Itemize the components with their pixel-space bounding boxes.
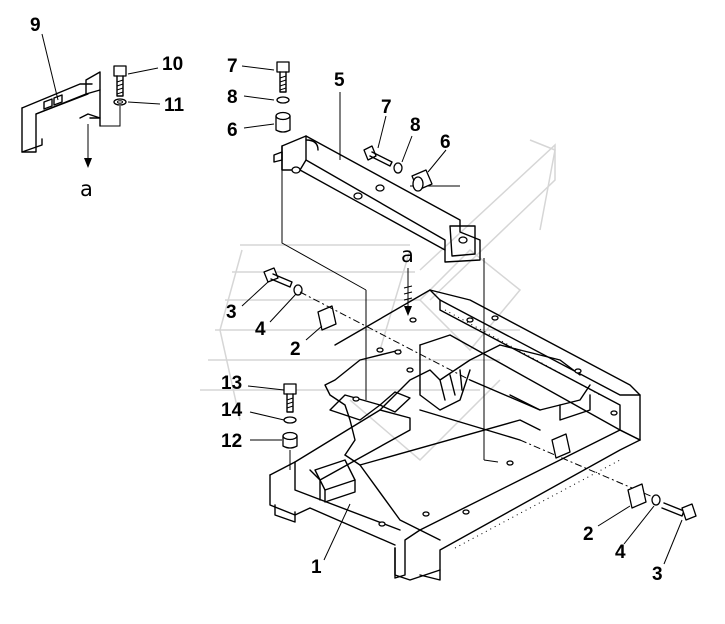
reference-a-center: a — [401, 243, 414, 267]
callout-3-right: 3 — [652, 564, 663, 585]
callout-12: 12 — [221, 431, 242, 452]
leader-lines — [41, 33, 683, 565]
bolt-part-3-left — [263, 267, 293, 288]
callout-8-side: 8 — [410, 115, 421, 136]
washer-part-8-side — [393, 162, 403, 174]
callout-2-right: 2 — [583, 524, 594, 545]
callout-13: 13 — [221, 373, 242, 394]
callout-1: 1 — [311, 557, 322, 578]
bracket-part-9 — [21, 71, 101, 168]
reference-a-left: a — [80, 177, 93, 201]
callout-4-right: 4 — [615, 542, 626, 563]
crossmember-part-5 — [273, 135, 499, 463]
callout-6-side: 6 — [440, 132, 451, 153]
washer-part-8-upper — [276, 96, 290, 104]
bolt-part-7-side — [363, 145, 393, 167]
callout-9: 9 — [30, 15, 41, 36]
plate-part-2-right — [551, 433, 647, 509]
callout-10: 10 — [162, 54, 183, 75]
collar-part-12 — [282, 431, 298, 449]
callout-5: 5 — [334, 70, 345, 91]
plate-part-2-left — [317, 305, 337, 331]
washer-part-4-right — [651, 494, 661, 506]
collar-part-6-upper — [275, 111, 291, 133]
collar-part-6-side — [411, 169, 433, 192]
callout-11: 11 — [164, 95, 185, 116]
washer-part-11 — [100, 98, 127, 127]
callout-7-upper: 7 — [227, 56, 238, 77]
washer-part-14 — [283, 416, 297, 424]
callout-labels: 9 10 11 7 8 6 5 7 8 6 3 4 2 13 14 12 1 2… — [30, 15, 663, 585]
reference-arrow-center — [403, 268, 413, 316]
callout-14: 14 — [221, 400, 243, 421]
main-frame-part-1 — [269, 289, 641, 581]
washer-part-4-left — [293, 284, 303, 296]
assembly-axis-left — [299, 291, 471, 381]
callout-7-side: 7 — [381, 97, 392, 118]
callout-3-left: 3 — [226, 302, 237, 323]
callout-8-upper: 8 — [227, 87, 238, 108]
callout-6-upper: 6 — [227, 120, 238, 141]
bolt-part-7-upper — [276, 61, 290, 93]
bolt-part-3-right — [661, 502, 697, 521]
callout-4-left: 4 — [255, 319, 266, 340]
bolt-part-13 — [283, 383, 297, 413]
callout-2-left: 2 — [290, 339, 301, 360]
bolt-part-10 — [113, 65, 127, 97]
reference-letters: a a — [80, 177, 414, 267]
watermark — [200, 139, 556, 462]
